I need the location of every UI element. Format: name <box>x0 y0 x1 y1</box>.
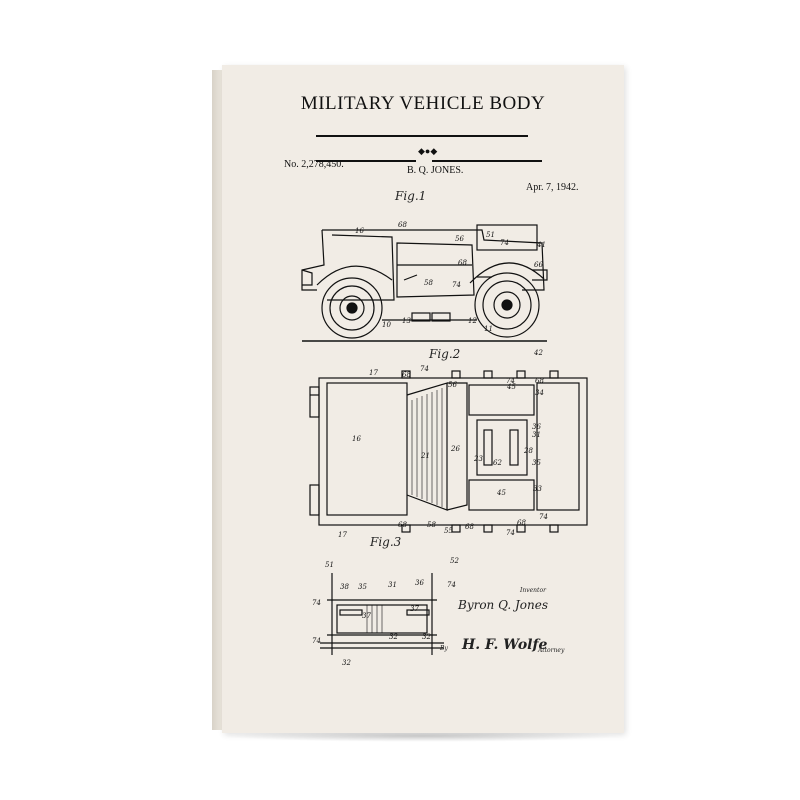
svg-text:62: 62 <box>493 459 502 467</box>
poster-title: MILITARY VEHICLE BODY <box>300 93 546 114</box>
svg-text:38: 38 <box>340 583 349 591</box>
title-rule-top <box>316 135 528 137</box>
svg-text:74: 74 <box>312 599 321 607</box>
svg-text:34: 34 <box>535 389 544 397</box>
svg-text:74: 74 <box>539 513 548 521</box>
svg-text:23: 23 <box>473 455 483 463</box>
svg-text:36: 36 <box>532 423 541 431</box>
svg-text:31: 31 <box>532 431 541 439</box>
ornament-icon: ◆●◆ <box>418 146 438 156</box>
svg-text:68: 68 <box>402 371 411 379</box>
attorney-signature: H. F. Wolfe <box>462 637 548 653</box>
svg-text:66: 66 <box>534 261 543 269</box>
inventor-label: Inventor <box>520 587 546 594</box>
figure-2-label: Fig.2 <box>429 347 461 361</box>
canvas-shadow <box>222 730 622 742</box>
svg-text:17: 17 <box>338 531 347 539</box>
svg-text:41: 41 <box>536 241 546 249</box>
svg-text:58: 58 <box>424 279 433 287</box>
svg-text:32: 32 <box>422 633 431 641</box>
svg-text:16: 16 <box>355 227 364 235</box>
title-rule-right <box>432 160 542 162</box>
svg-text:74: 74 <box>447 581 456 589</box>
svg-text:56: 56 <box>455 235 464 243</box>
svg-text:28: 28 <box>523 447 533 455</box>
canvas-side-edge <box>212 70 222 730</box>
figure-3-label: Fig.3 <box>370 535 402 549</box>
svg-text:68: 68 <box>535 377 544 385</box>
svg-text:32: 32 <box>389 633 398 641</box>
svg-text:52: 52 <box>450 557 459 565</box>
figure-1-label: Fig.1 <box>395 189 427 203</box>
svg-text:37: 37 <box>410 605 419 613</box>
svg-text:68: 68 <box>517 519 526 527</box>
svg-text:68: 68 <box>398 521 407 529</box>
svg-text:55: 55 <box>444 527 453 535</box>
svg-text:68: 68 <box>398 221 407 229</box>
svg-text:16: 16 <box>352 435 361 443</box>
svg-text:21: 21 <box>420 452 430 460</box>
canvas-print: MILITARY VEHICLE BODY ◆●◆ No. 2,278,450.… <box>222 65 624 733</box>
inventor-heading: B. Q. JONES. <box>407 165 464 176</box>
svg-text:32: 32 <box>342 659 351 667</box>
svg-text:51: 51 <box>486 231 495 239</box>
svg-text:35: 35 <box>532 459 541 467</box>
svg-text:35: 35 <box>358 583 367 591</box>
svg-text:37: 37 <box>362 612 371 620</box>
figure-1-side-view <box>301 224 548 342</box>
svg-text:74: 74 <box>506 377 515 385</box>
svg-text:42: 42 <box>533 349 543 357</box>
figure-2-top-view <box>309 370 588 533</box>
svg-text:51: 51 <box>325 561 334 569</box>
svg-text:74: 74 <box>500 239 509 247</box>
svg-text:12: 12 <box>468 317 477 325</box>
svg-text:10: 10 <box>382 321 391 329</box>
svg-text:68: 68 <box>458 259 467 267</box>
svg-text:31: 31 <box>388 581 397 589</box>
svg-text:45: 45 <box>506 383 516 391</box>
inventor-signature: Byron Q. Jones <box>458 598 548 612</box>
svg-text:74: 74 <box>312 637 321 645</box>
by-label: By <box>440 645 448 652</box>
svg-text:68: 68 <box>465 523 474 531</box>
svg-text:58: 58 <box>427 521 436 529</box>
svg-text:74: 74 <box>452 281 461 289</box>
svg-text:45: 45 <box>496 489 506 497</box>
svg-text:11: 11 <box>484 325 493 333</box>
svg-text:56: 56 <box>448 381 457 389</box>
svg-text:13: 13 <box>402 317 411 325</box>
patent-number: No. 2,278,450. <box>284 159 344 170</box>
svg-text:36: 36 <box>415 579 424 587</box>
svg-text:74: 74 <box>506 529 515 537</box>
svg-text:17: 17 <box>369 369 378 377</box>
title-rule-left <box>316 160 416 162</box>
svg-text:33: 33 <box>533 485 542 493</box>
figure-3-detail-view <box>320 573 444 655</box>
patent-date: Apr. 7, 1942. <box>526 182 579 193</box>
top-view-clips <box>401 370 559 533</box>
svg-text:26: 26 <box>450 445 460 453</box>
attorney-label: Attorney <box>538 647 565 654</box>
svg-text:74: 74 <box>420 365 429 373</box>
